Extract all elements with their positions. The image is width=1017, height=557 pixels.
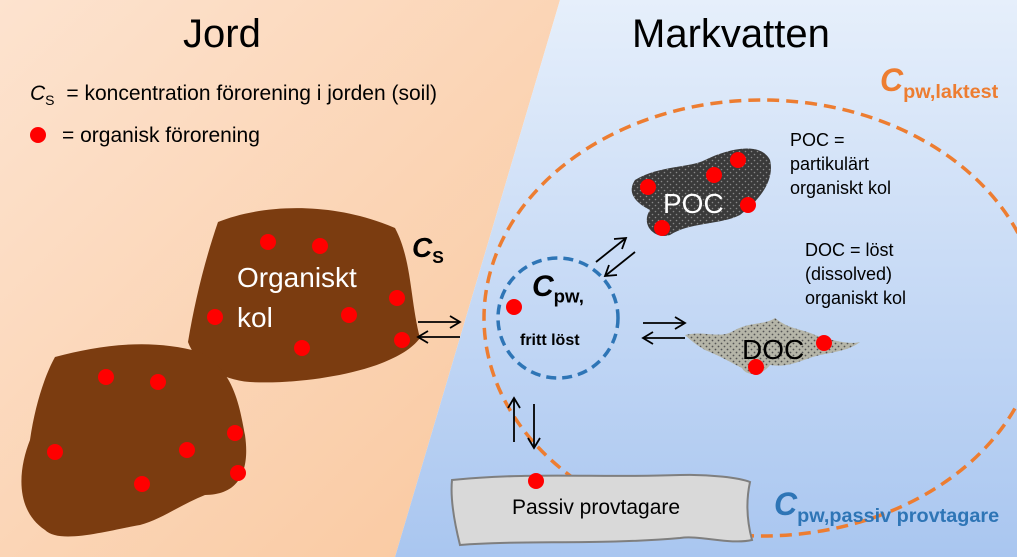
pollutant-dot: [640, 179, 656, 195]
pollutant-dot: [47, 444, 63, 460]
legend-cs-row: CS = koncentration förorening i jorden (…: [30, 82, 437, 108]
doc-cloud: [685, 318, 860, 374]
exchange-arrows-free-doc: [641, 316, 687, 345]
cpw-leach-label: Cpw,laktest: [880, 62, 999, 103]
pollutant-dot: [179, 442, 195, 458]
pollutant-dots-soil: [47, 234, 410, 492]
pollutant-dot: [730, 152, 746, 168]
exchange-arrows-free-sampler: [507, 396, 541, 450]
soil-title: Jord: [183, 12, 261, 56]
legend-dot-text: = organisk förorening: [62, 124, 260, 147]
organic-carbon-particle: [21, 344, 247, 537]
legend-pollutant-dot: [30, 127, 46, 143]
passive-sampler-label: Passiv provtagare: [512, 496, 681, 519]
pollutant-dot: [654, 220, 670, 236]
porewater-title: Markvatten: [632, 12, 830, 56]
cpw-free-label: Cpw,: [532, 270, 584, 307]
poc-particle: [631, 148, 771, 236]
pollutant-dot: [506, 299, 522, 315]
free-dissolved-boundary: [496, 256, 620, 380]
leach-test-boundary: [482, 98, 1017, 538]
pollutant-dot: [227, 425, 243, 441]
poc-label: POC: [663, 188, 724, 219]
legend-cs-sub: S: [45, 92, 55, 109]
pollutant-dot: [706, 167, 722, 183]
organic-carbon-particle: [188, 208, 420, 383]
pollutant-dot: [394, 332, 410, 348]
pollutant-dot: [207, 309, 223, 325]
pollutant-dot: [150, 374, 166, 390]
exchange-arrows-free-poc: [595, 236, 636, 278]
exchange-arrows-soil-water: [416, 315, 462, 344]
doc-definition: DOC = löst(dissolved)organiskt kol: [805, 240, 907, 308]
pollutant-dots-poc: [640, 152, 756, 236]
pollutant-dot: [389, 290, 405, 306]
pollutant-dot: [816, 335, 832, 351]
pollutant-dot: [528, 473, 544, 489]
pollutant-dot: [98, 369, 114, 385]
doc-label: DOC: [742, 334, 805, 365]
passive-sampler: [450, 473, 754, 547]
legend-cs-symbol: C: [30, 82, 46, 105]
porewater-region: [395, 0, 1017, 557]
pollutant-dot: [230, 465, 246, 481]
pollutant-dot: [341, 307, 357, 323]
legend-cs-text: = koncentration förorening i jorden (soi…: [66, 82, 437, 105]
organic-carbon-label-2: kol: [237, 302, 273, 333]
pollutant-dots-doc: [748, 335, 832, 375]
cpw-passive-label: Cpw,passiv provtagare: [774, 486, 1000, 527]
pollutant-dot: [312, 238, 328, 254]
pollutant-dot: [740, 197, 756, 213]
pollutant-dot: [294, 340, 310, 356]
organic-carbon-label-1: Organiskt: [237, 262, 357, 293]
cpw-free-caption: fritt löst: [520, 332, 580, 349]
cs-label: CS: [412, 232, 444, 268]
pollutant-dot: [748, 359, 764, 375]
pollutant-dot: [260, 234, 276, 250]
pollutant-dot: [134, 476, 150, 492]
